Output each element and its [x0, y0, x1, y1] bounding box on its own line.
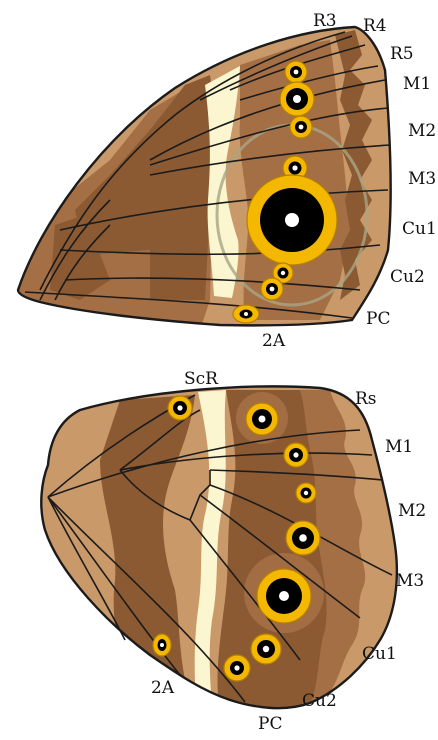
- hindwing-label-m1: M1: [385, 437, 413, 457]
- forewing-label-r5: R5: [390, 44, 414, 64]
- hindwing-eyespot-m3: [286, 521, 320, 555]
- forewing-label-cu2: Cu2: [390, 267, 425, 287]
- hindwing-eyespot-m1: [284, 443, 308, 467]
- forewing-label-m3: M3: [408, 169, 436, 189]
- hindwing-eyespot-m2: [296, 483, 316, 503]
- hindwing-label-cu2: Cu2: [302, 691, 337, 711]
- hindwing-label-m2: M2: [398, 501, 426, 521]
- hindwing-label-scr: ScR: [184, 369, 219, 389]
- forewing-label-m2: M2: [408, 121, 436, 141]
- hindwing-label-pc: PC: [258, 714, 282, 734]
- hindwing: ScR Rs M1 M2 M3 Cu1 Cu2 PC 2A: [41, 369, 426, 734]
- forewing-label-r3: R3: [313, 11, 337, 31]
- forewing-eyespot-cu1: [247, 175, 337, 265]
- hindwing-eyespot-rs: [246, 403, 278, 435]
- forewing-label-pc: PC: [366, 309, 390, 329]
- forewing-label-r4: R4: [363, 16, 387, 36]
- hindwing-eyespot-cu2: [251, 634, 281, 664]
- forewing-eyespot-r5: [285, 61, 307, 83]
- hindwing-label-rs: Rs: [355, 389, 377, 409]
- forewing-eyespot-m1: [280, 82, 314, 116]
- forewing-label-2a: 2A: [262, 331, 286, 351]
- hindwing-eyespot-pc: [224, 655, 250, 681]
- forewing-label-m1: M1: [403, 74, 431, 94]
- forewing-eyespot-m2: [290, 116, 312, 138]
- hindwing-eyespot-cu1: [257, 569, 311, 623]
- hindwing-label-2a: 2A: [151, 678, 175, 698]
- hindwing-label-m3: M3: [396, 571, 424, 591]
- forewing-label-cu1: Cu1: [402, 219, 437, 239]
- forewing-eyespot-2a: [233, 305, 259, 323]
- hindwing-eyespot-2a: [153, 634, 171, 656]
- hindwing-label-cu1: Cu1: [362, 644, 397, 664]
- hindwing-eyespot-scr: [168, 396, 192, 420]
- forewing: R3 R4 R5 M1 M2 M3 Cu1 Cu2 PC 2A: [0, 11, 437, 351]
- forewing-eyespot-cu2-lower: [261, 278, 283, 300]
